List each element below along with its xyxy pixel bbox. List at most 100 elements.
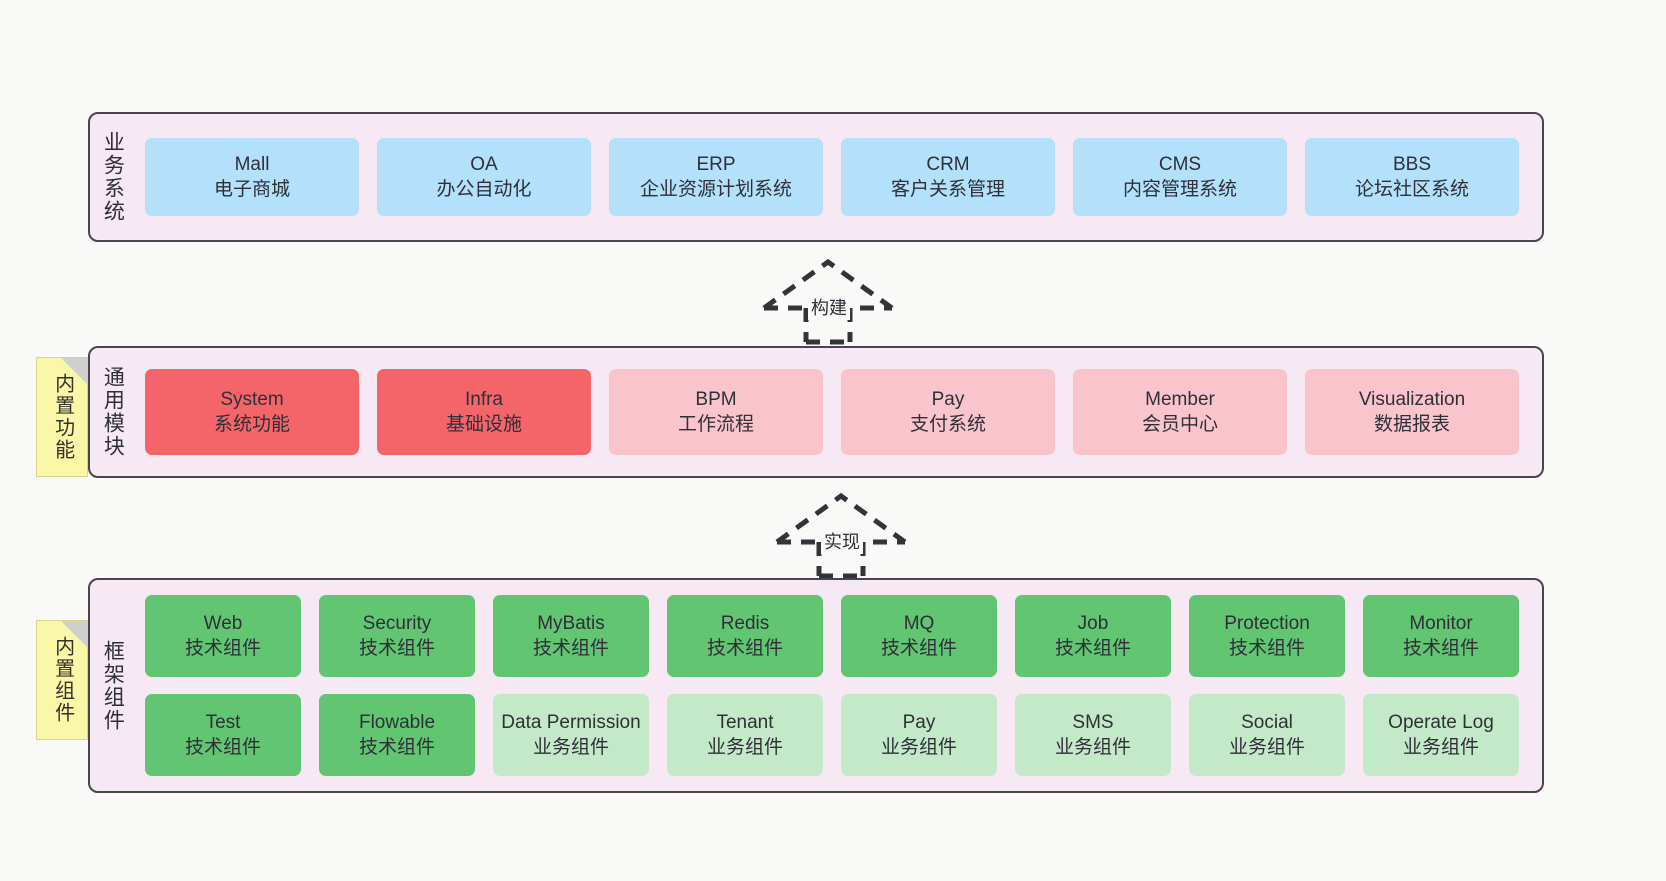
box-title-en: Tenant (716, 711, 774, 733)
box-title-en: MyBatis (537, 612, 605, 634)
common-module-pay[interactable]: Pay 支付系统 (841, 369, 1055, 455)
box-title-en: Test (205, 711, 241, 733)
sticky-note-builtin-components-label: 内置组件 (51, 636, 74, 724)
box-title-en: CMS (1158, 153, 1202, 175)
arrowhead-open-triangle (775, 492, 907, 545)
business-system-bbs[interactable]: BBS 论坛社区系统 (1305, 138, 1519, 216)
business-system-oa[interactable]: OA 办公自动化 (377, 138, 591, 216)
framework-component-monitor[interactable]: Monitor 技术组件 (1363, 595, 1519, 677)
box-title-cn: 技术组件 (184, 737, 261, 758)
box-title-cn: 技术组件 (1228, 638, 1305, 659)
layer-framework-title: 框架组件 (101, 639, 125, 732)
box-title-cn: 技术组件 (1402, 638, 1479, 659)
framework-component-mybatis[interactable]: MyBatis 技术组件 (493, 595, 649, 677)
framework-component-mq[interactable]: MQ 技术组件 (841, 595, 997, 677)
common-module-bpm[interactable]: BPM 工作流程 (609, 369, 823, 455)
framework-component-cell: Protection 技术组件 (1180, 595, 1354, 677)
framework-component-cell: Job 技术组件 (1006, 595, 1180, 677)
sticky-note-builtin-features: 内置功能 (36, 357, 88, 477)
framework-component-cell: MyBatis 技术组件 (484, 595, 658, 677)
framework-component-sms[interactable]: SMS 业务组件 (1015, 694, 1171, 776)
box-title-en: BBS (1392, 153, 1432, 175)
box-title-cn: 办公自动化 (436, 179, 532, 200)
framework-component-protection[interactable]: Protection 技术组件 (1189, 595, 1345, 677)
box-title-cn: 技术组件 (1054, 638, 1131, 659)
layer-modules-title: 通用模块 (101, 366, 125, 458)
framework-component-cell: Flowable 技术组件 (310, 694, 484, 776)
box-title-cn: 业务组件 (706, 737, 783, 758)
box-title-en: OA (470, 153, 498, 175)
framework-component-cell: SMS 业务组件 (1006, 694, 1180, 776)
common-module-cell: BPM 工作流程 (600, 369, 832, 455)
box-title-en: Pay (931, 388, 965, 410)
box-title-en: Security (362, 612, 432, 634)
box-title-en: Member (1145, 388, 1215, 410)
common-module-member[interactable]: Member 会员中心 (1073, 369, 1287, 455)
box-title-cn: 支付系统 (909, 414, 986, 435)
box-title-en: Protection (1224, 612, 1310, 634)
box-title-en: Data Permission (501, 711, 641, 733)
box-title-cn: 业务组件 (1054, 737, 1131, 758)
box-title-cn: 工作流程 (677, 414, 754, 435)
framework-component-operate-log[interactable]: Operate Log 业务组件 (1363, 694, 1519, 776)
framework-component-job[interactable]: Job 技术组件 (1015, 595, 1171, 677)
framework-component-cell: Monitor 技术组件 (1354, 595, 1528, 677)
framework-component-test[interactable]: Test 技术组件 (145, 694, 301, 776)
framework-component-flowable[interactable]: Flowable 技术组件 (319, 694, 475, 776)
framework-component-cell: Operate Log 业务组件 (1354, 694, 1528, 776)
box-title-cn: 论坛社区系统 (1354, 179, 1469, 200)
box-title-cn: 业务组件 (1402, 737, 1479, 758)
connector-build-label: 构建 (808, 294, 850, 320)
box-title-en: Flowable (358, 711, 436, 733)
box-title-cn: 会员中心 (1141, 414, 1218, 435)
sticky-note-builtin-components: 内置组件 (36, 620, 88, 740)
box-title-en: Job (1077, 612, 1109, 634)
box-title-en: MQ (903, 612, 935, 634)
common-module-cell: Member 会员中心 (1064, 369, 1296, 455)
box-title-cn: 技术组件 (358, 737, 435, 758)
framework-component-tenant[interactable]: Tenant 业务组件 (667, 694, 823, 776)
box-title-en: SMS (1072, 711, 1114, 733)
box-title-cn: 内容管理系统 (1122, 179, 1237, 200)
box-title-en: ERP (696, 153, 736, 175)
box-title-cn: 电子商城 (213, 179, 290, 200)
box-title-en: Monitor (1409, 612, 1473, 634)
box-title-cn: 业务组件 (1228, 737, 1305, 758)
framework-component-cell: Tenant 业务组件 (658, 694, 832, 776)
box-title-cn: 技术组件 (532, 638, 609, 659)
box-title-en: Web (203, 612, 243, 634)
box-title-cn: 基础设施 (445, 414, 522, 435)
box-title-en: BPM (695, 388, 737, 410)
business-system-cell: OA 办公自动化 (368, 138, 600, 216)
business-system-cell: BBS 论坛社区系统 (1296, 138, 1528, 216)
box-title-en: Operate Log (1388, 711, 1494, 733)
box-title-en: Pay (902, 711, 936, 733)
box-title-en: System (220, 388, 284, 410)
box-title-cn: 技术组件 (880, 638, 957, 659)
box-title-cn: 客户关系管理 (890, 179, 1005, 200)
business-system-cms[interactable]: CMS 内容管理系统 (1073, 138, 1287, 216)
